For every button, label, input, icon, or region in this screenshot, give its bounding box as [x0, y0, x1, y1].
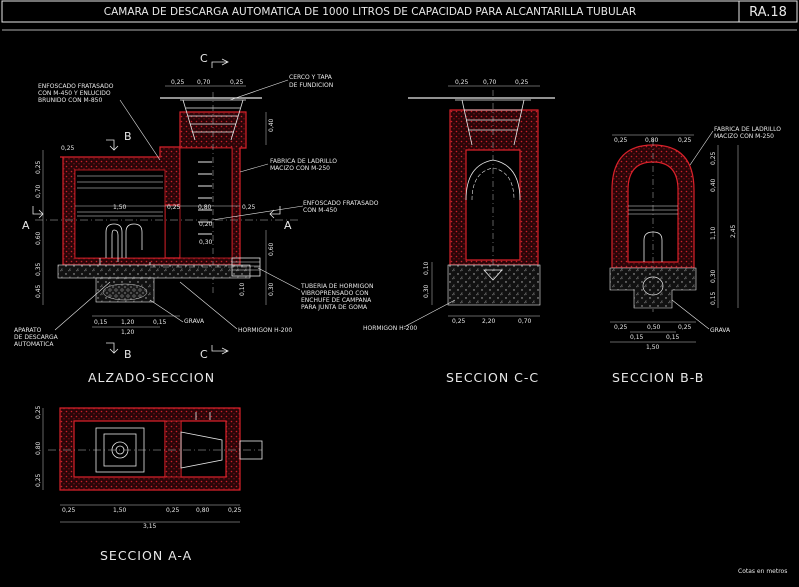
- cut-mark-b-bottom: B: [124, 348, 132, 361]
- dim-label: 0,25: [167, 204, 181, 211]
- dim-label: 0,25: [166, 507, 180, 514]
- dim-label: 0,30: [268, 282, 275, 296]
- dim-label: 0,80: [645, 137, 659, 144]
- dim-label: 0,25: [452, 318, 466, 325]
- note-aparato-2: DE DESCARGA: [14, 334, 59, 341]
- dim-label: 0,70: [483, 79, 497, 86]
- dim-label: 0,25: [710, 151, 717, 165]
- units-note: Cotas en metros: [738, 568, 787, 575]
- alzado-seccion-view: 0,25 0,70 0,25 0,25 0,40 0,25 0,70 0,60 …: [14, 52, 379, 385]
- note-tuberia-2: VIBROPRENSADO CON: [301, 290, 369, 297]
- note-cerco-1: CERCO Y TAPA: [289, 74, 333, 81]
- note-fabrica-bb-1: FABRICA DE LADRILLO: [714, 126, 781, 133]
- note-fabrica-2: MACIZO CON M-250: [270, 165, 330, 172]
- note-enfoscado-2: CON M-450 Y ENLUCIDO: [38, 90, 111, 97]
- dim-label: 0,15: [710, 291, 717, 305]
- note-fabrica-1: FABRICA DE LADRILLO: [270, 158, 337, 165]
- dim-label: 1,10: [710, 226, 717, 240]
- view-title-seccion-bb: SECCION B-B: [612, 370, 704, 385]
- dim-label: 1,50: [113, 507, 127, 514]
- dim-label: 0,15: [153, 319, 167, 326]
- dim-label: 0,25: [35, 160, 42, 174]
- dim-label: 1,20: [121, 319, 135, 326]
- dim-label: 0,60: [35, 231, 42, 245]
- sheet-number: RA.18: [749, 5, 787, 20]
- cut-mark-b-top: B: [124, 130, 132, 143]
- dim-label: 0,25: [614, 137, 628, 144]
- seccion-bb-view: 0,25 0,80 0,25 0,25 0,40 1,10 0,30 0,15 …: [609, 126, 781, 385]
- dim-label: 0,25: [678, 137, 692, 144]
- dim-label: 1,50: [646, 344, 660, 351]
- note-hormigon: HORMIGON H-200: [238, 327, 292, 334]
- dim-label: 1,50: [113, 204, 127, 211]
- dim-label: 0,30: [710, 269, 717, 283]
- dim-label: 0,25: [515, 79, 529, 86]
- dim-label: 0,20: [199, 221, 213, 228]
- dim-label: 0,80: [196, 507, 210, 514]
- note-grava-bb: GRAVA: [710, 327, 731, 334]
- dim-label: 0,70: [35, 184, 42, 198]
- note-hormigon-cc: HORMIGON H-200: [363, 325, 417, 332]
- note-enfoscado2-1: ENFOSCADO FRATASADO: [303, 200, 379, 207]
- dim-label: 0,40: [268, 118, 275, 132]
- view-title-seccion-aa: SECCION A-A: [100, 548, 192, 563]
- cut-mark-a-left: A: [22, 219, 30, 232]
- dim-label: 3,15: [143, 523, 157, 530]
- note-cerco-2: DE FUNDICION: [289, 82, 333, 89]
- dim-label: 0,70: [197, 79, 211, 86]
- dim-label: 0,15: [630, 334, 644, 341]
- dim-label: 0,15: [666, 334, 680, 341]
- dim-label: 0,25: [61, 145, 75, 152]
- note-tuberia-3: ENCHUFE DE CAMPANA: [301, 297, 372, 304]
- dim-label: 0,25: [35, 473, 42, 487]
- dim-label: 0,25: [62, 507, 76, 514]
- note-aparato-3: AUTOMATICA: [14, 341, 54, 348]
- dim-label: 0,25: [228, 507, 242, 514]
- dim-label: 0,80: [198, 204, 212, 211]
- dim-label: 0,25: [230, 79, 244, 86]
- dim-label: 0,25: [455, 79, 469, 86]
- dim-label: 0,30: [199, 239, 213, 246]
- cut-mark-c-bottom: C: [200, 348, 208, 361]
- dim-label: 2,45: [730, 224, 737, 238]
- dim-label: 0,70: [518, 318, 532, 325]
- view-title-alzado: ALZADO-SECCION: [88, 370, 215, 385]
- note-aparato-1: APARATO: [14, 327, 42, 334]
- dim-label: 0,25: [614, 324, 628, 331]
- title-block: CAMARA DE DESCARGA AUTOMATICA DE 1000 LI…: [1, 0, 798, 31]
- note-tuberia-4: PARA JUNTA DE GOMA: [301, 304, 368, 311]
- dim-label: 0,35: [35, 262, 42, 276]
- seccion-aa-view: 0,25 0,80 0,25 0,25 1,50 0,25 0,80 0,25 …: [35, 405, 263, 563]
- drawing-title: CAMARA DE DESCARGA AUTOMATICA DE 1000 LI…: [104, 6, 636, 18]
- dim-label: 0,45: [35, 284, 42, 298]
- dim-label: 0,60: [268, 242, 275, 256]
- dim-label: 1,20: [121, 329, 135, 336]
- dim-label: 0,10: [423, 261, 430, 275]
- note-enfoscado-1: ENFOSCADO FRATASADO: [38, 83, 114, 90]
- dim-label: 0,25: [242, 204, 256, 211]
- dim-label: 0,25: [35, 405, 42, 419]
- view-title-seccion-cc: SECCION C-C: [446, 370, 539, 385]
- dim-label: 0,30: [423, 284, 430, 298]
- note-grava: GRAVA: [184, 318, 205, 325]
- note-fabrica-bb-2: MACIZO CON M-250: [714, 133, 774, 140]
- dim-label: 0,40: [710, 178, 717, 192]
- dim-label: 2,20: [482, 318, 496, 325]
- note-enfoscado-3: BRUNIDO CON M-850: [38, 97, 102, 104]
- dim-label: 0,10: [239, 282, 246, 296]
- dim-label: 0,80: [35, 441, 42, 455]
- dim-label: 0,25: [678, 324, 692, 331]
- note-enfoscado2-2: CON M-450: [303, 207, 337, 214]
- dim-label: 0,50: [647, 324, 661, 331]
- note-tuberia-1: TUBERIA DE HORMIGON: [300, 283, 373, 290]
- dim-label: 0,25: [171, 79, 185, 86]
- cut-mark-a-right: A: [284, 219, 292, 232]
- cut-mark-c-top: C: [200, 52, 208, 65]
- seccion-cc-view: 0,25 0,70 0,25 0,25 2,20 0,70 0,10 0,30 …: [363, 79, 555, 385]
- dim-label: 0,15: [94, 319, 108, 326]
